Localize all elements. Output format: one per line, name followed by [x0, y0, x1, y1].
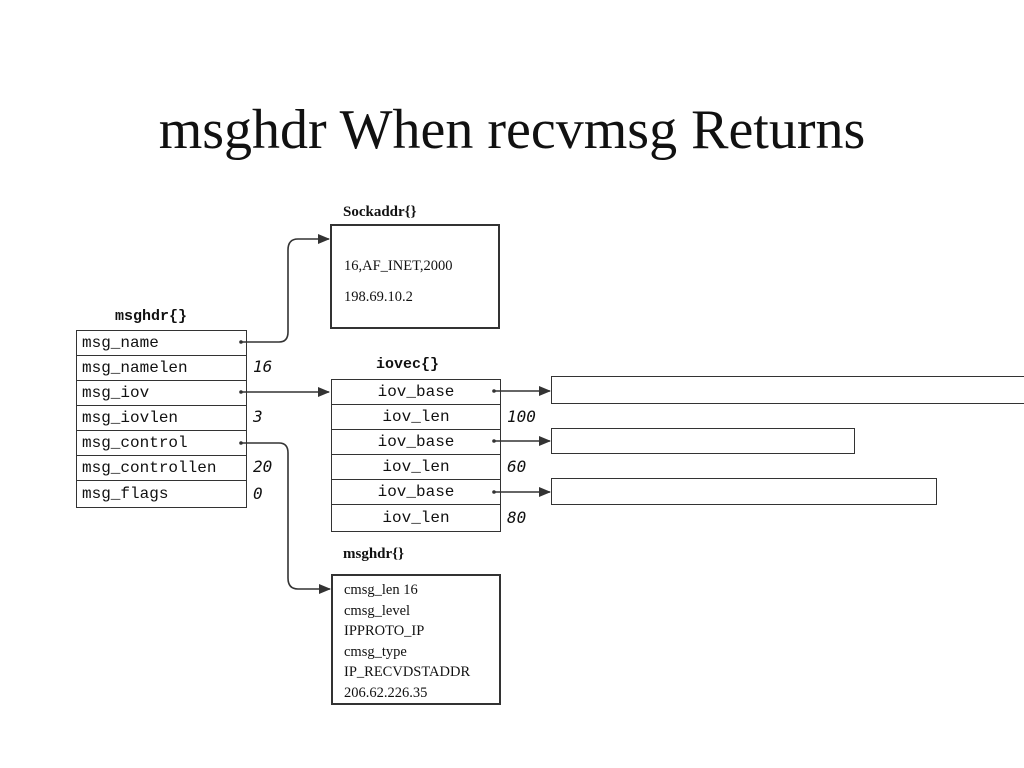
iovec-field-iov-len-3: iov_len	[331, 504, 501, 532]
msghdr-field-msg-flags: msg_flags	[76, 480, 247, 508]
dot-msg-iov	[239, 390, 243, 394]
msghdr-value-iovlen: 3	[253, 407, 263, 426]
msghdr-field-msg-namelen: msg_namelen	[76, 355, 247, 381]
iovec-field-iov-len-1: iov_len	[331, 404, 501, 430]
msghdr-value-controllen: 20	[253, 457, 273, 476]
msghdr-label: msghdr{}	[115, 308, 188, 325]
slide-title: msghdr When recvmsg Returns	[158, 99, 866, 161]
msghdr-field-msg-iovlen: msg_iovlen	[76, 405, 247, 431]
dot-iov-base-2	[492, 439, 496, 443]
iovec-field-iov-base-2: iov_base	[331, 429, 501, 455]
iovec-field-iov-base-3: iov_base	[331, 479, 501, 505]
cmsg-box: cmsg_len 16 cmsg_level IPPROTO_IP cmsg_t…	[331, 574, 501, 705]
cmsg-line-1: cmsg_len 16	[344, 582, 418, 598]
dot-msg-control	[239, 441, 243, 445]
cmsg-label: msghdr{}	[343, 546, 404, 562]
msghdr-field-msg-name: msg_name	[76, 330, 247, 356]
msghdr-field-msg-control: msg_control	[76, 430, 247, 456]
msghdr-field-msg-controllen: msg_controllen	[76, 455, 247, 481]
arrow-msg-control-to-cmsg	[240, 442, 331, 594]
buffer-2	[551, 428, 855, 454]
sockaddr-label: Sockaddr{}	[343, 204, 417, 220]
arrow-msg-name-to-sockaddr	[240, 234, 330, 343]
iovec-label: iovec{}	[376, 356, 440, 373]
msghdr-field-msg-iov: msg_iov	[76, 380, 247, 406]
sockaddr-line-2: 198.69.10.2	[344, 289, 413, 305]
iovec-field-iov-base-1: iov_base	[331, 379, 501, 405]
dot-msg-name	[239, 340, 243, 344]
iovec-value-len-2: 60	[507, 457, 527, 476]
iovec-value-len-3: 80	[507, 508, 527, 527]
cmsg-line-2: cmsg_level	[344, 602, 411, 619]
sockaddr-box: 16,AF_INET,2000 198.69.10.2	[330, 224, 500, 329]
sockaddr-line-1: 16,AF_INET,2000	[344, 258, 453, 274]
buffer-3	[551, 478, 937, 505]
dot-iov-base-1	[492, 389, 496, 393]
iovec-value-len-1: 100	[507, 407, 536, 426]
dot-iov-base-3	[492, 490, 496, 494]
cmsg-line-6: 206.62.226.35	[344, 684, 428, 701]
cmsg-line-4: cmsg_type	[344, 643, 407, 660]
buffer-1	[551, 376, 1024, 404]
msghdr-value-flags: 0	[253, 484, 263, 503]
msghdr-value-namelen: 16	[253, 357, 273, 376]
cmsg-line-5: IP_RECVDSTADDR	[344, 664, 471, 680]
cmsg-line-3: IPPROTO_IP	[344, 623, 425, 639]
